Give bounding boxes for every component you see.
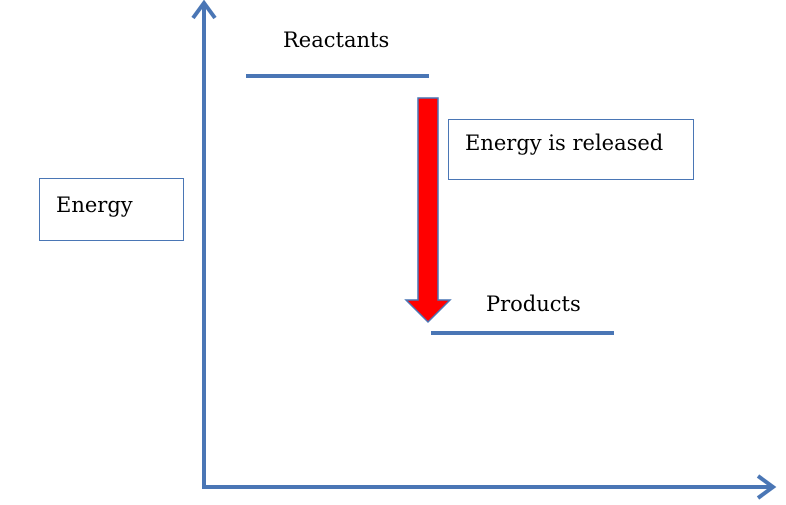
energy-released-label: Energy is released [465, 131, 664, 155]
x-axis-arrowhead [756, 474, 777, 500]
reactants-label: Reactants [283, 28, 390, 52]
energy-axis-box: Energy [39, 178, 184, 241]
products-label: Products [486, 292, 581, 316]
y-axis-arrowhead [191, 0, 217, 20]
energy-axis-label: Energy [56, 193, 133, 217]
energy-release-arrow [404, 97, 452, 324]
energy-released-box: Energy is released [448, 119, 694, 180]
